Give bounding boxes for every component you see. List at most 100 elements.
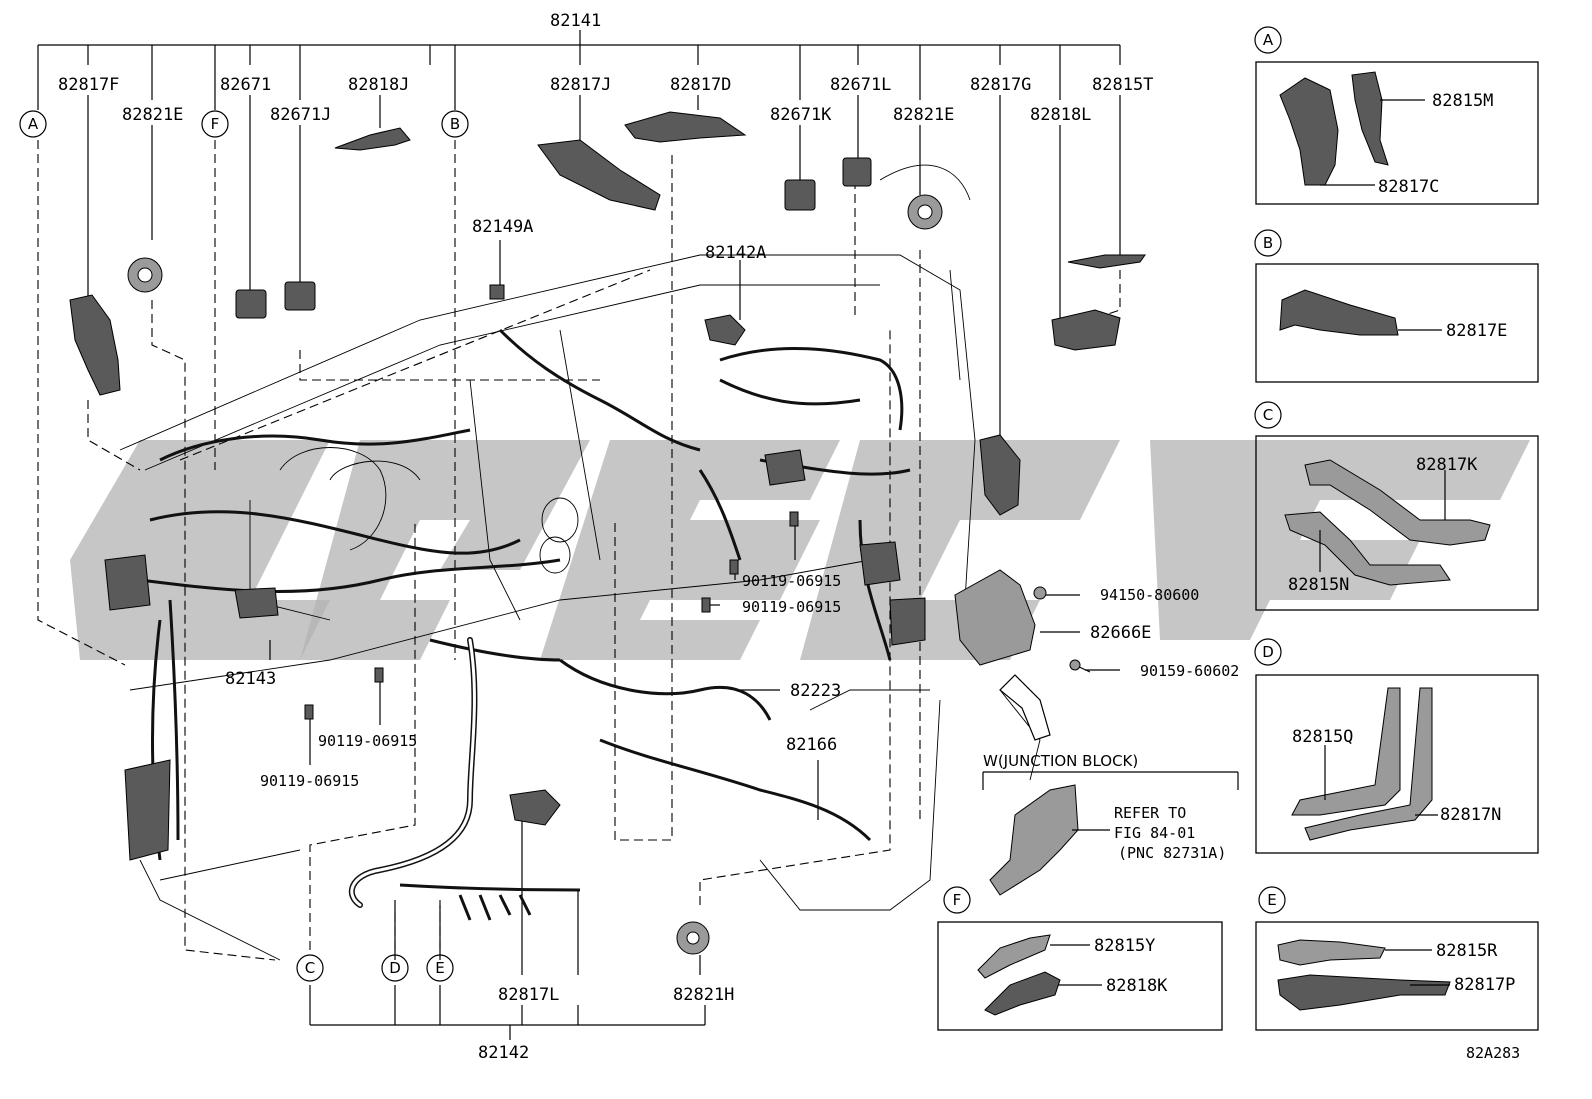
label-82223: 82223 bbox=[790, 681, 841, 701]
part-side-block bbox=[889, 597, 926, 646]
letter-E-main: E bbox=[435, 959, 444, 977]
part-screw-e bbox=[304, 704, 314, 720]
junction-refer-1: REFER TO bbox=[1114, 804, 1186, 822]
inset-C: C 82817K 82815N bbox=[1254, 401, 1539, 611]
label-82818J: 82818J bbox=[348, 75, 409, 95]
label-82815T: 82815T bbox=[1092, 75, 1153, 95]
label-82815N: 82815N bbox=[1288, 575, 1349, 595]
label-82818K: 82818K bbox=[1106, 976, 1168, 996]
label-82821E-right: 82821E bbox=[893, 105, 954, 125]
letter-B-main: B bbox=[450, 115, 460, 133]
inset-D: D 82815Q 82817N bbox=[1254, 638, 1539, 854]
leader-lines bbox=[87, 95, 1121, 975]
dashed-reference-lines bbox=[37, 140, 1121, 961]
inset-C-letter: C bbox=[1263, 406, 1273, 424]
letter-F-main: F bbox=[211, 115, 220, 133]
part-94150-nut bbox=[1033, 586, 1047, 600]
label-90119-06915-b: 90119-06915 bbox=[742, 598, 841, 616]
label-82666E: 82666E bbox=[1090, 623, 1151, 643]
inset-B-letter: B bbox=[1263, 234, 1273, 252]
part-82817L bbox=[509, 789, 561, 826]
label-90159-60602: 90159-60602 bbox=[1140, 662, 1239, 680]
part-90159-bolt bbox=[1069, 659, 1081, 671]
label-82671: 82671 bbox=[220, 75, 271, 95]
reference-letters-main: A F B C D E bbox=[19, 110, 469, 982]
inset-F-letter: F bbox=[953, 891, 962, 909]
parts bbox=[69, 111, 1146, 955]
label-82142A: 82142A bbox=[705, 243, 766, 263]
label-82821H: 82821H bbox=[673, 985, 734, 1005]
letter-A-main: A bbox=[28, 115, 39, 133]
label-82166: 82166 bbox=[786, 735, 837, 755]
label-82817L: 82817L bbox=[498, 985, 559, 1005]
part-relay-block bbox=[764, 449, 806, 486]
label-82815Q: 82815Q bbox=[1292, 727, 1353, 747]
label-82815Y: 82815Y bbox=[1094, 936, 1155, 956]
part-82817G bbox=[979, 434, 1021, 516]
label-94150-80600: 94150-80600 bbox=[1100, 586, 1199, 604]
part-82815T bbox=[1067, 254, 1146, 269]
label-82817E: 82817E bbox=[1446, 321, 1507, 341]
inset-B: B 82817E bbox=[1254, 229, 1539, 383]
inset-E: E 82815R 82817P bbox=[1255, 886, 1539, 1031]
label-82149A: 82149A bbox=[472, 217, 533, 237]
junction-refer-2: FIG 84-01 bbox=[1114, 824, 1195, 842]
label-82143: 82143 bbox=[225, 669, 276, 689]
part-82149A bbox=[489, 284, 505, 300]
bracket-82141 bbox=[37, 30, 1121, 110]
part-screw-d bbox=[374, 667, 384, 683]
part-82666E bbox=[954, 569, 1036, 666]
part-82817J bbox=[537, 139, 661, 211]
inset-A-letter: A bbox=[1263, 31, 1274, 49]
label-82821E-left: 82821E bbox=[122, 105, 183, 125]
inset-F: F 82815Y 82818K bbox=[937, 886, 1223, 1031]
part-82671K bbox=[784, 179, 816, 211]
inset-A: A 82815M 82817C bbox=[1254, 26, 1539, 205]
part-82818L bbox=[1051, 309, 1121, 351]
label-82142: 82142 bbox=[478, 1043, 529, 1063]
part-82671 bbox=[235, 289, 267, 319]
dashboard-outline bbox=[119, 164, 1041, 961]
part-82671L bbox=[842, 157, 872, 187]
label-82141: 82141 bbox=[550, 11, 601, 31]
part-screw-b bbox=[729, 559, 739, 575]
label-82815R: 82815R bbox=[1436, 941, 1498, 961]
wire-harness-floor bbox=[348, 637, 581, 921]
label-82671J: 82671J bbox=[270, 105, 331, 125]
part-82142A bbox=[704, 314, 746, 346]
wire-harness-main bbox=[139, 328, 911, 861]
label-82817G: 82817G bbox=[970, 75, 1031, 95]
inset-E-letter: E bbox=[1267, 891, 1276, 909]
part-screw-a bbox=[789, 511, 799, 527]
inset-D-letter: D bbox=[1262, 643, 1274, 661]
label-82815M: 82815M bbox=[1432, 91, 1493, 111]
label-82817J: 82817J bbox=[550, 75, 611, 95]
bracket-82142 bbox=[309, 985, 706, 1040]
junction-block-note: W(JUNCTION BLOCK) REFER TO FIG 84-01 (PN… bbox=[982, 752, 1239, 896]
letter-D-main: D bbox=[389, 959, 401, 977]
junction-title: W(JUNCTION BLOCK) bbox=[983, 752, 1138, 770]
part-82143 bbox=[234, 587, 279, 619]
label-82817F: 82817F bbox=[58, 75, 119, 95]
label-82818L: 82818L bbox=[1030, 105, 1091, 125]
part-82818J bbox=[334, 127, 411, 151]
label-90119-06915-d: 90119-06915 bbox=[260, 772, 359, 790]
arrow-to-junction bbox=[999, 674, 1051, 741]
junction-refer-3: (PNC 82731A) bbox=[1118, 844, 1226, 862]
label-90119-06915-a: 90119-06915 bbox=[742, 572, 841, 590]
label-82817C: 82817C bbox=[1378, 177, 1439, 197]
part-82671J bbox=[284, 281, 316, 311]
part-lower-left-bracket bbox=[124, 759, 171, 861]
part-screw-c bbox=[701, 597, 711, 613]
part-side-connector bbox=[859, 541, 901, 586]
main-labels: 82141 82817F 82821E 82671 82671J 82818J … bbox=[58, 11, 1239, 1063]
label-90119-06915-c: 90119-06915 bbox=[318, 732, 417, 750]
junction-block-part bbox=[989, 784, 1079, 896]
label-82817K: 82817K bbox=[1416, 455, 1478, 475]
part-82817F bbox=[69, 294, 121, 396]
label-82671L: 82671L bbox=[830, 75, 891, 95]
part-82817D bbox=[624, 111, 747, 143]
figure-code: 82A283 bbox=[1466, 1044, 1520, 1062]
